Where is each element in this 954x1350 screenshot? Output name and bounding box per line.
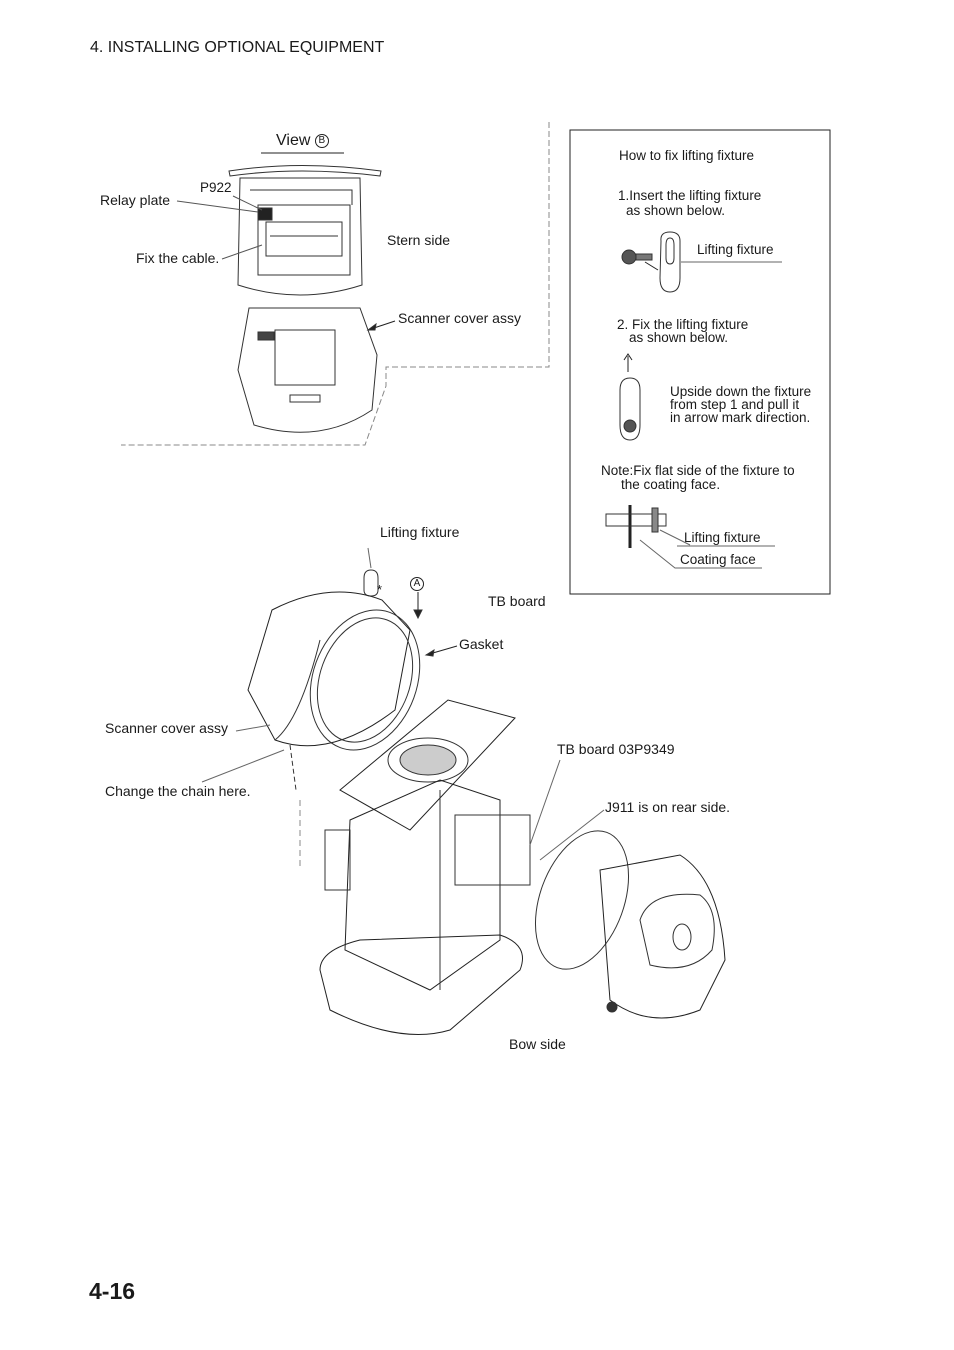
page-number: 4-16 — [89, 1278, 136, 1304]
change-chain-label: Change the chain here. — [105, 783, 251, 799]
view-b-marker: B — [314, 133, 329, 148]
scanner-cover-main — [247, 591, 421, 751]
bolt-icon — [621, 249, 653, 265]
gasket-label: Gasket — [459, 636, 504, 652]
j911-label: J911 is on rear side. — [605, 799, 731, 815]
view-b-lower-unit — [237, 307, 378, 433]
inset-step1-callout: Lifting fixture — [697, 242, 774, 257]
inset-step2-note-line2: from step 1 and pull it — [670, 397, 800, 412]
view-b-upper-unit — [228, 165, 382, 296]
inset-note-callout1: Lifting fixture — [684, 530, 761, 545]
inset-note-line2: the coating face. — [621, 477, 721, 492]
fix-cable-label: Fix the cable. — [136, 250, 220, 266]
inset-step2-line1: 2. Fix the lifting fixture — [617, 317, 749, 332]
scanner-cover-label: Scanner cover assy — [105, 720, 228, 736]
marker-a-circle: A — [410, 577, 424, 592]
view-b-label: View — [276, 132, 311, 149]
inset-step2-note-line1: Upside down the fixture — [670, 384, 812, 399]
view-b-scanner-cover-label: Scanner cover assy — [398, 310, 521, 326]
tb-board-label: TB board — [488, 593, 546, 609]
inset-note-callout2: Coating face — [680, 552, 756, 567]
inset-step2-note-line3: in arrow mark direction. — [670, 410, 811, 425]
relay-plate-label: Relay plate — [100, 192, 171, 208]
view-b-title: View B — [276, 132, 329, 149]
marker-a: A — [410, 576, 424, 592]
inset-note-line1: Note:Fix flat side of the fixture to — [601, 463, 795, 478]
inset-step1-line1: 1.Insert the lifting fixture — [618, 188, 762, 203]
tb-board-03p-label: TB board 03P9349 — [557, 741, 675, 757]
bow-side-label: Bow side — [509, 1036, 566, 1052]
lifting-fixture-label: Lifting fixture — [380, 524, 460, 540]
p922-label: P922 — [200, 180, 232, 195]
inset-step2-line2: as shown below. — [629, 330, 729, 345]
stern-side-label: Stern side — [387, 232, 451, 248]
inset-title: How to fix lifting fixture — [619, 148, 755, 163]
asterisk-mark: * — [377, 582, 383, 597]
inset-step1-line2: as shown below. — [626, 203, 726, 218]
antenna-pedestal — [319, 699, 531, 1035]
section-header: 4. INSTALLING OPTIONAL EQUIPMENT — [90, 39, 385, 56]
